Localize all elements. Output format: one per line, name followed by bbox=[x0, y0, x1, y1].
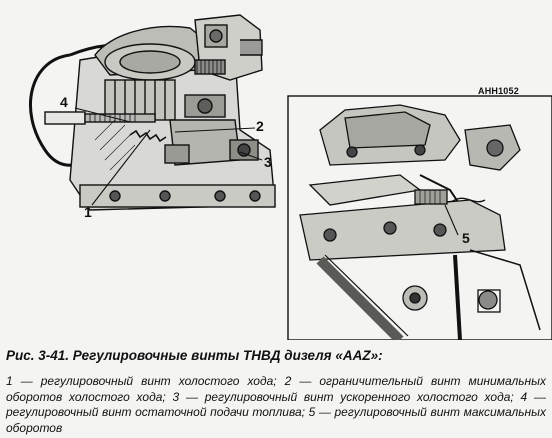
pump-main-view bbox=[29, 14, 276, 211]
pump-inset-view bbox=[299, 104, 541, 340]
caption-body: 1 — регулировочный винт холостого хода; … bbox=[6, 374, 546, 435]
callout-3: 3 bbox=[264, 154, 272, 170]
callout-4: 4 bbox=[60, 94, 68, 110]
callout-1: 1 bbox=[84, 204, 92, 220]
callout-leader-5 bbox=[444, 204, 459, 236]
pump-drawing bbox=[29, 14, 552, 340]
caption-title: Рис. 3-41. Регулировочные винты ТНВД диз… bbox=[6, 348, 383, 363]
figure-illustration: АНН1052 4 2 3 1 5 bbox=[29, 14, 552, 340]
callout-2: 2 bbox=[256, 118, 264, 134]
callout-5: 5 bbox=[462, 230, 470, 246]
callout-leaders-left bbox=[74, 107, 263, 206]
figure-code: АНН1052 bbox=[478, 86, 519, 96]
